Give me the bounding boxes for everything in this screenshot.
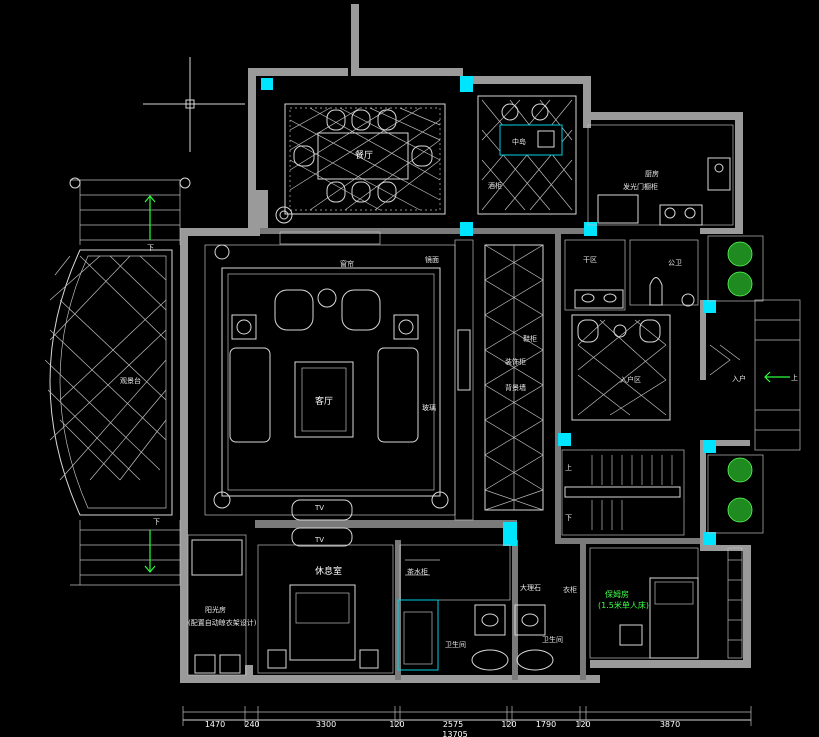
column — [703, 440, 716, 453]
sunroom-label: 阳光房 — [205, 605, 226, 614]
column — [703, 532, 716, 545]
dimension-label: 1790 — [536, 720, 556, 729]
kitchen: 厨房 发光门橱柜 — [587, 124, 734, 226]
annotations: 酒柜 窗帘 镜面 鞋柜 装饰柜 玻璃 背景墙 大理石 衣柜 — [340, 181, 577, 594]
entry-zone: 入户区 — [571, 314, 671, 421]
column — [584, 222, 597, 236]
corridor — [454, 239, 544, 521]
entry-zone-label: 入户区 — [620, 375, 641, 384]
living-room: 客厅 TV TV — [204, 231, 456, 547]
entrance-up-label: 上 — [791, 373, 798, 382]
sunroom: 阳光房 (配置自动晾衣架设计) — [187, 534, 257, 676]
bath-right-label: 卫生间 — [542, 635, 563, 644]
arrow-icon — [144, 565, 156, 573]
entrance: 入户 上 — [709, 299, 801, 451]
dining-label: 餐厅 — [355, 149, 373, 161]
annotation: 窗帘 — [340, 259, 354, 268]
plant-icon — [727, 271, 753, 297]
dimension-total: 13705 — [442, 730, 467, 737]
column — [503, 522, 517, 546]
tea-cabinet: 茶水柜 — [399, 544, 511, 601]
column — [558, 433, 571, 446]
columns — [261, 76, 716, 546]
dimension-label: 3870 — [660, 720, 680, 729]
annotation: 大理石 — [520, 583, 541, 592]
plant-icon — [727, 457, 753, 483]
view-terrace: 观景台 下 下 — [44, 177, 191, 586]
dimension-label: 120 — [575, 720, 590, 729]
view-terrace-label: 观景台 — [120, 376, 141, 385]
bath-left-label: 卫生间 — [445, 640, 466, 649]
annotation: 鞋柜 — [523, 334, 537, 343]
column — [703, 300, 716, 313]
dimension-line: 1470 240 3300 120 2575 120 1790 120 3870 13705 — [182, 706, 752, 737]
outer-walls — [180, 4, 751, 683]
bedroom-note: (1.5米单人床) — [598, 600, 649, 610]
column — [460, 222, 473, 236]
plant-icon — [727, 241, 753, 267]
sunroom-note: (配置自动晾衣架设计) — [188, 618, 257, 627]
arrow-icon — [144, 195, 156, 203]
dimension-label: 3300 — [316, 720, 336, 729]
dimension-label: 240 — [244, 720, 259, 729]
kitchen-label: 厨房 — [645, 169, 659, 178]
crosshair-icon — [143, 57, 245, 152]
column — [460, 76, 473, 92]
annotation: 装饰柜 — [505, 357, 526, 366]
annotation: 酒柜 — [488, 181, 502, 190]
island-label: 中岛 — [512, 137, 526, 146]
lounge-label: 休息室 — [315, 565, 342, 577]
tv-bottom-label: TV — [314, 536, 324, 544]
down-bottom-label: 下 — [153, 518, 160, 526]
down-top-label: 下 — [147, 244, 154, 252]
dimension-label: 120 — [501, 720, 516, 729]
guest-wc-label: 公卫 — [668, 259, 682, 267]
lounge: 休息室 — [257, 544, 394, 674]
stair-down-label: 下 — [565, 514, 572, 522]
dry-zone-wc: 干区 公卫 — [564, 239, 699, 311]
column — [261, 78, 273, 90]
kitchen-note: 发光门橱柜 — [623, 182, 658, 191]
tv-top-label: TV — [314, 504, 324, 512]
tea-cabinet-label: 茶水柜 — [407, 567, 428, 576]
stair-up-label: 上 — [565, 463, 572, 472]
arrow-icon — [764, 371, 771, 383]
bath-left: 卫生间 — [397, 599, 509, 671]
plants-right — [707, 235, 764, 534]
annotation: 玻璃 — [422, 403, 436, 412]
annotation: 背景墙 — [505, 383, 526, 392]
staircase: 上 下 — [561, 449, 685, 536]
living-label: 客厅 — [315, 395, 333, 407]
island-area: 中岛 — [477, 95, 577, 215]
bedroom: 保姆房 (1.5米单人床) — [589, 547, 743, 659]
bedroom-label: 保姆房 — [605, 589, 629, 599]
dining-chairs — [293, 109, 433, 203]
entrance-label: 入户 — [732, 374, 746, 383]
annotation: 衣柜 — [563, 585, 577, 594]
annotation: 镜面 — [425, 255, 439, 264]
dining-room: 餐厅 — [275, 103, 446, 224]
dimension-label: 2575 — [443, 720, 463, 729]
dimension-label: 1470 — [205, 720, 225, 729]
dimension-label: 120 — [389, 720, 404, 729]
dry-zone-label: 干区 — [583, 256, 597, 264]
bath-right: 卫生间 — [514, 604, 563, 671]
plant-icon — [727, 497, 753, 523]
